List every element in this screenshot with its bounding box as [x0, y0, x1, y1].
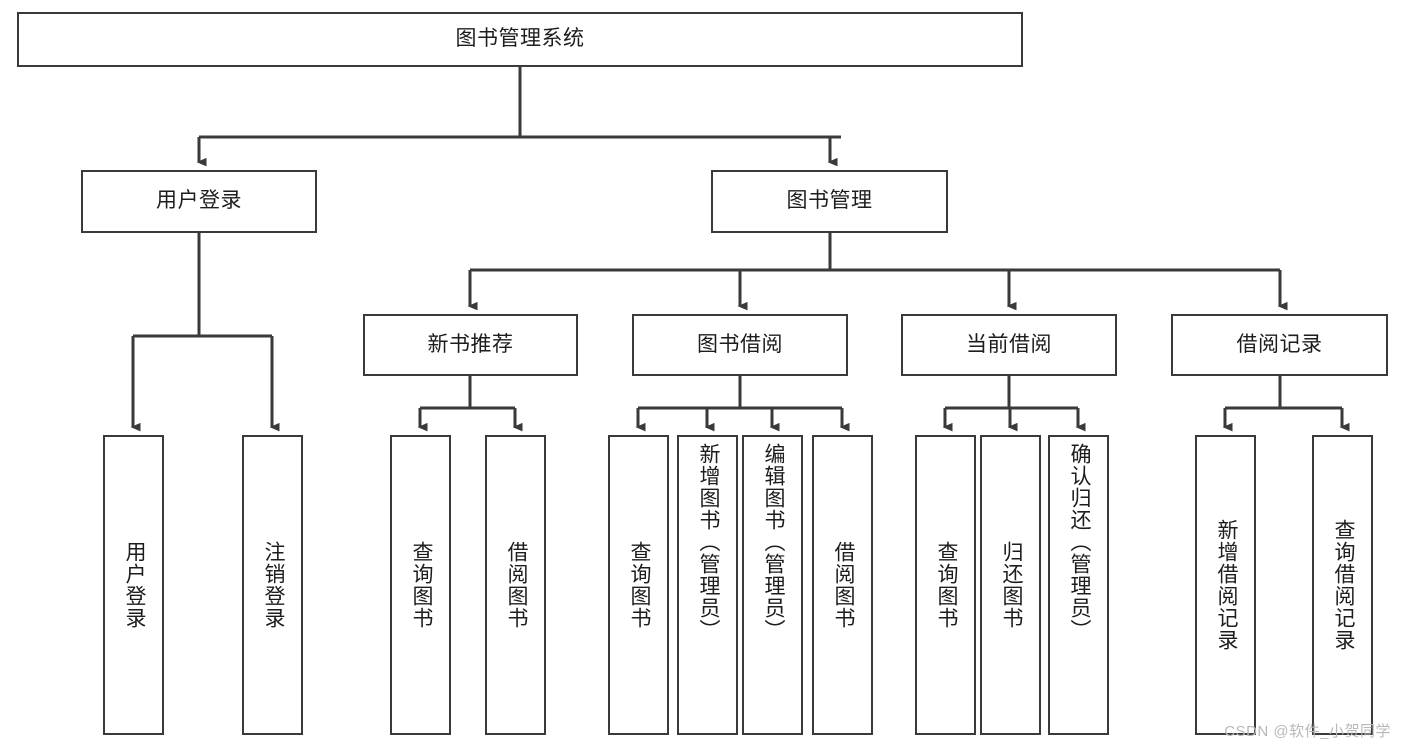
- node-book-management[interactable]: 图书管理: [711, 170, 948, 233]
- leaf-book-borrow-query-book[interactable]: 查询图书: [608, 435, 669, 735]
- node-label: 用户登录: [156, 189, 242, 213]
- leaf-new-book-borrow-book[interactable]: 借阅图书: [485, 435, 546, 735]
- node-label: 借阅图书: [831, 541, 855, 629]
- node-label: 查询图书: [627, 541, 651, 629]
- node-label: 查询图书: [934, 541, 958, 629]
- node-label: 借阅记录: [1236, 332, 1323, 356]
- node-label: 查询借阅记录: [1331, 519, 1355, 651]
- leaf-borrow-record-add-record[interactable]: 新增借阅记录: [1195, 435, 1256, 735]
- node-label: 用户登录: [122, 541, 146, 629]
- leaf-new-book-query-book[interactable]: 查询图书: [390, 435, 451, 735]
- leaf-current-borrow-query-book[interactable]: 查询图书: [915, 435, 976, 735]
- node-label: 新书推荐: [427, 332, 514, 356]
- node-new-book-recommend[interactable]: 新书推荐: [363, 314, 578, 376]
- node-current-borrow[interactable]: 当前借阅: [901, 314, 1117, 376]
- node-label: 当前借阅: [966, 332, 1052, 356]
- node-label: 新增图书（管理员）: [696, 443, 720, 641]
- leaf-current-borrow-confirm-return-admin[interactable]: 确认归还（管理员）: [1048, 435, 1109, 735]
- node-label: 编辑图书（管理员）: [761, 443, 785, 641]
- leaf-book-borrow-add-book-admin[interactable]: 新增图书（管理员）: [677, 435, 738, 735]
- node-label: 注销登录: [261, 541, 285, 629]
- node-root-system[interactable]: 图书管理系统: [17, 12, 1023, 67]
- leaf-book-borrow-edit-book-admin[interactable]: 编辑图书（管理员）: [742, 435, 803, 735]
- leaf-current-borrow-return-book[interactable]: 归还图书: [980, 435, 1041, 735]
- leaf-book-borrow-borrow-book[interactable]: 借阅图书: [812, 435, 873, 735]
- leaf-user-login-login[interactable]: 用户登录: [103, 435, 164, 735]
- node-label: 借阅图书: [504, 541, 528, 629]
- node-user-login[interactable]: 用户登录: [81, 170, 317, 233]
- leaf-borrow-record-query-record[interactable]: 查询借阅记录: [1312, 435, 1373, 735]
- node-label: 归还图书: [999, 541, 1023, 629]
- node-borrow-record[interactable]: 借阅记录: [1171, 314, 1388, 376]
- node-label: 图书借阅: [697, 332, 783, 356]
- node-label: 确认归还（管理员）: [1067, 443, 1091, 641]
- node-label: 图书管理系统: [455, 27, 585, 51]
- node-book-borrow[interactable]: 图书借阅: [632, 314, 848, 376]
- node-label: 新增借阅记录: [1214, 519, 1238, 651]
- leaf-user-login-logout[interactable]: 注销登录: [242, 435, 303, 735]
- node-label: 查询图书: [409, 541, 433, 629]
- node-label: 图书管理: [786, 189, 873, 213]
